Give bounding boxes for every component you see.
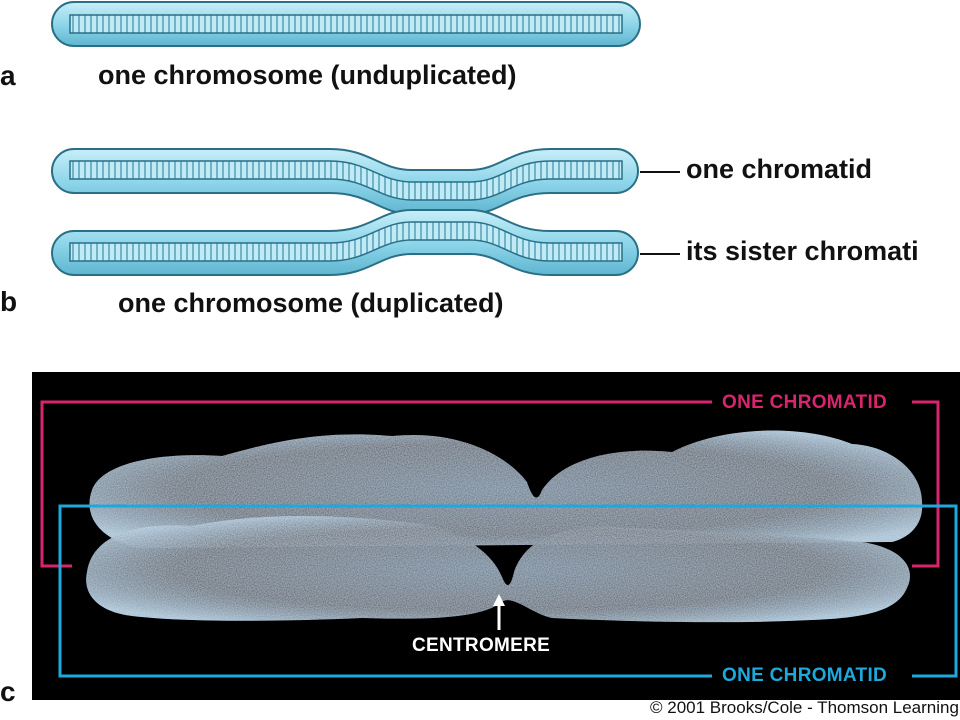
centromere-arrow xyxy=(493,594,505,630)
bottom-chromatid-label: ONE CHROMATID xyxy=(716,665,894,687)
unduplicated-caption: one chromosome (unduplicated) xyxy=(98,60,517,90)
top-chromatid-label: ONE CHROMATID xyxy=(716,392,894,414)
panel-letter-c: c xyxy=(0,676,16,707)
lower-chromatid-micrograph xyxy=(86,516,911,623)
bottom-chromatid-bracket xyxy=(58,504,958,678)
top-chromatid-bracket xyxy=(40,400,940,568)
upper-chromatid-label: one chromatid xyxy=(686,154,873,184)
upper-chromatid-leader-line xyxy=(640,171,680,173)
lower-chromatid xyxy=(51,209,639,276)
copyright-notice: © 2001 Brooks/Cole - Thomson Learning xyxy=(650,698,959,717)
panel-letter-b: b xyxy=(0,286,18,317)
sister-chromatid-label: its sister chromati xyxy=(686,236,919,266)
micrograph-image xyxy=(40,400,958,678)
schematic-chromosomes xyxy=(51,1,641,276)
upper-chromatid xyxy=(51,148,639,215)
panel-letter-a: a xyxy=(0,60,16,91)
chromosome-micrograph: ONE CHROMATID ONE CHROMATID CENTROMERE xyxy=(32,372,960,700)
lower-chromatid-leader-line xyxy=(640,253,680,255)
duplicated-caption: one chromosome (duplicated) xyxy=(118,288,504,318)
centromere-label: CENTROMERE xyxy=(412,635,551,656)
unduplicated-chromosome xyxy=(51,1,641,47)
